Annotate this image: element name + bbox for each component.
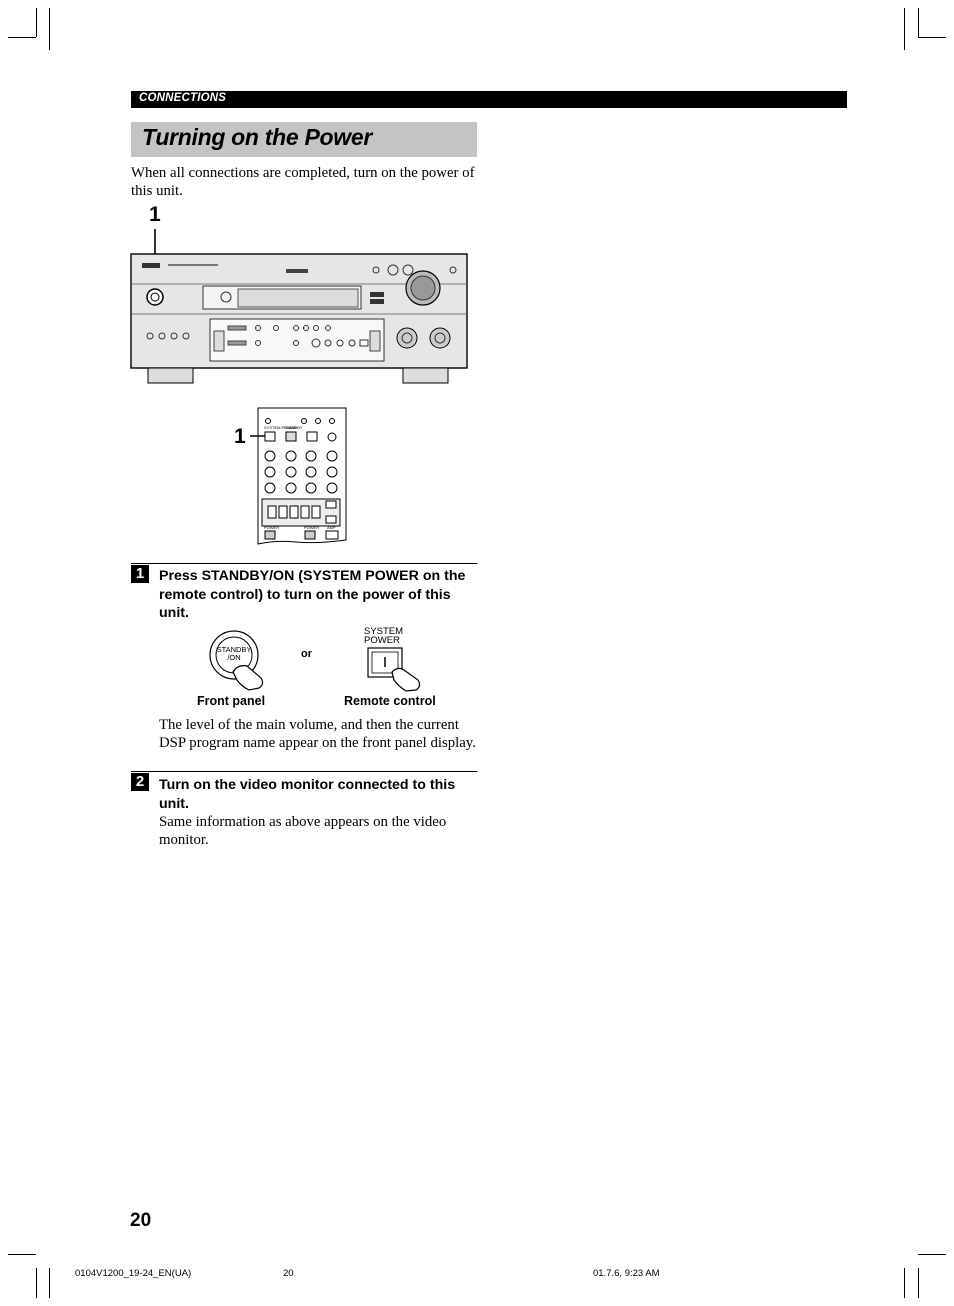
- remote-system-power-label: SYSTEM POWER: [264, 425, 297, 430]
- remote-control-caption: Remote control: [344, 694, 436, 708]
- footer-file: 0104V1200_19-24_EN(UA): [75, 1268, 192, 1279]
- remote-standby-label: STANDBY: [284, 425, 303, 430]
- callout-remote: 1: [234, 425, 246, 448]
- system-power-button-icon: [367, 647, 421, 692]
- remote-power2-label: POWER: [304, 525, 319, 530]
- step1-number: 1: [131, 565, 149, 583]
- callout-front-panel: 1: [149, 203, 161, 226]
- page-number: 20: [130, 1210, 152, 1231]
- footer-date: 01.7.6, 9:23 AM: [593, 1268, 660, 1279]
- front-panel-caption: Front panel: [197, 694, 266, 708]
- footer-page: 20: [283, 1268, 294, 1279]
- standby-button-icon: [209, 630, 264, 691]
- remote-amp-label: AMP: [327, 525, 336, 530]
- remote-control-illustration: SYSTEM POWER STANDBY POWER POWER AMP: [250, 407, 347, 545]
- step2-rule: [131, 771, 477, 772]
- step2-title: Turn on the video monitor connected to t…: [159, 777, 456, 812]
- section-header: CONNECTIONS: [139, 92, 227, 104]
- step1-body: The level of the main volume, and then t…: [159, 717, 476, 751]
- step2-number: 2: [131, 773, 149, 791]
- or-label: or: [301, 648, 312, 660]
- step2-body: Same information as above appears on the…: [159, 814, 447, 848]
- system-power-label: SYSTEM POWER: [364, 626, 404, 646]
- page-title: Turning on the Power: [142, 124, 372, 150]
- intro-text: When all connections are completed, turn…: [131, 165, 475, 199]
- step1-rule: [131, 563, 477, 564]
- step1-title: Press STANDBY/ON (SYSTEM POWER on the re…: [159, 568, 466, 621]
- remote-power-label: POWER: [264, 525, 279, 530]
- title-bar: Turning on the Power: [131, 122, 477, 157]
- section-header-bar: CONNECTIONS: [131, 91, 847, 108]
- receiver-front-panel-illustration: [130, 229, 468, 384]
- standby-on-label: STANDBY /ON: [216, 645, 252, 662]
